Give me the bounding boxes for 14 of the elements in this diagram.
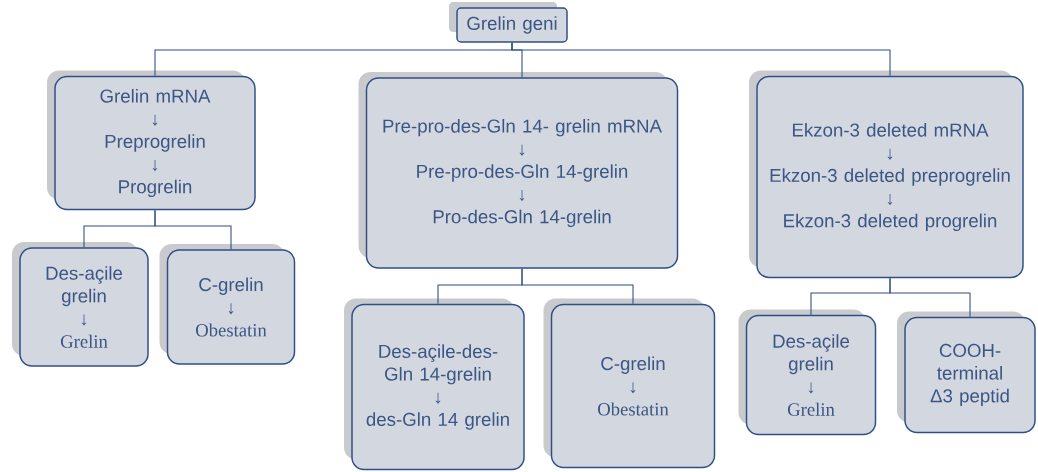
process-box: Des-açile-des-Gln 14-grelin ↓ des-Gln 14 grelin (344, 298, 525, 471)
process-box: C-grelin ↓ Obestatin (159, 244, 296, 365)
process-box: Des-açile grelin ↓ Grelin (12, 242, 149, 367)
process-box: Grelin geni (449, 2, 568, 43)
connector-line (889, 277, 971, 318)
process-box: C-grelin ↓ Obestatin (543, 298, 716, 469)
process-box: COOH-terminal Δ3 peptid (897, 311, 1036, 434)
connector-line (154, 209, 232, 250)
connector-line (521, 268, 634, 305)
process-box: Des-açile grelin ↓ Grelin (738, 309, 877, 436)
process-box: Grelin mRNA ↓ Preprogrelin ↓ Progrelin (47, 70, 256, 211)
process-box: Ekzon-3 deleted mRNA ↓ Ekzon-3 deleted preprogrelin ↓ Ekzon-3 deleted progrelin (749, 70, 1024, 279)
process-box: Pre-pro-des-Gln 14- grelin mRNA ↓ Pre-pro-des-Gln 14-grelin ↓ Pro-des-Gln 14-grelin (358, 72, 679, 269)
connector-line (511, 42, 891, 77)
